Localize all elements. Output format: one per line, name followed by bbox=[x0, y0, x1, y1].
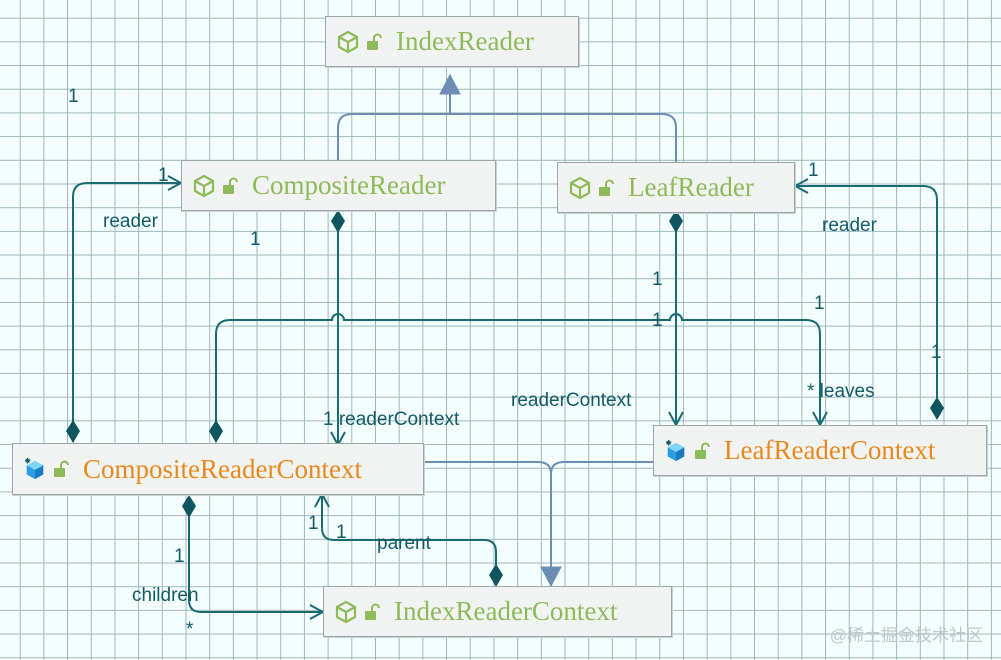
class-cube-icon bbox=[192, 174, 216, 198]
class-name: LeafReaderContext bbox=[724, 435, 936, 465]
link-crc-reader bbox=[72, 183, 181, 442]
role-label-parent: parent bbox=[377, 533, 431, 554]
role-label-children: children bbox=[132, 585, 199, 606]
multiplicity-label: 1 bbox=[308, 513, 319, 534]
diamond-lrc-reader bbox=[930, 397, 944, 420]
multiplicity-label: 1 bbox=[174, 546, 185, 567]
multiplicity-label: 1 bbox=[652, 269, 663, 290]
class-cube-icon bbox=[568, 176, 592, 200]
unlocked-padlock-icon bbox=[222, 177, 238, 195]
role-label-reader: reader bbox=[822, 215, 877, 236]
class-composite-reader[interactable]: CompositeReader bbox=[181, 160, 496, 211]
inheritance-links bbox=[337, 73, 677, 588]
class-cube-icon bbox=[336, 30, 360, 54]
class-name: CompositeReader bbox=[252, 170, 446, 200]
watermark: @稀土掘金技术社区 bbox=[829, 626, 983, 645]
unlocked-padlock-icon bbox=[694, 442, 710, 460]
diamond-crc-children bbox=[182, 495, 196, 518]
role-label-reader: reader bbox=[103, 211, 158, 232]
class-cube-icon bbox=[334, 600, 358, 624]
inherit-leaf-context bbox=[550, 461, 654, 475]
diamond-irc-parent bbox=[489, 564, 503, 587]
class-name: CompositeReaderContext bbox=[83, 453, 362, 484]
link-parent bbox=[322, 494, 497, 565]
diamond-lr-context bbox=[669, 210, 683, 233]
class-index-reader-context[interactable]: IndexReaderContext bbox=[323, 586, 672, 637]
context-cube-icon bbox=[664, 439, 688, 463]
class-name: IndexReader bbox=[396, 26, 534, 56]
multiplicity-label: 1 bbox=[814, 293, 825, 314]
link-children bbox=[188, 517, 323, 612]
role-label-reader-context: readerContext bbox=[511, 390, 632, 411]
inherit-composite-reader bbox=[337, 73, 461, 160]
multiplicity-label: 1 bbox=[68, 86, 79, 107]
context-cube-icon bbox=[23, 457, 47, 481]
class-composite-reader-context[interactable]: CompositeReaderContext bbox=[12, 443, 424, 495]
class-leaf-reader-context[interactable]: LeafReaderContext bbox=[653, 425, 987, 476]
role-label-leaves: * leaves bbox=[807, 381, 875, 402]
link-leaves bbox=[215, 313, 820, 425]
diamond-crc-leaves bbox=[209, 420, 223, 443]
association-links bbox=[72, 183, 938, 612]
unlocked-padlock-icon bbox=[598, 179, 614, 197]
unlocked-padlock-icon bbox=[53, 460, 69, 478]
composition-diamonds bbox=[66, 210, 944, 587]
diamond-crc-reader bbox=[66, 420, 80, 443]
class-name: LeafReader bbox=[628, 172, 754, 202]
multiplicity-label: 1 bbox=[808, 160, 819, 181]
diamond-cr-context bbox=[331, 210, 345, 233]
role-label-reader-context: 1 readerContext bbox=[323, 409, 460, 430]
inherit-leaf-reader bbox=[450, 113, 677, 162]
class-leaf-reader[interactable]: LeafReader bbox=[557, 162, 795, 213]
multiplicity-label: 1 bbox=[250, 229, 261, 250]
multiplicity-label: * bbox=[186, 619, 194, 640]
unlocked-padlock-icon bbox=[366, 33, 382, 51]
link-lrc-reader bbox=[795, 186, 938, 398]
multiplicity-label: 1 bbox=[336, 522, 347, 543]
multiplicity-label: 1 bbox=[931, 342, 942, 363]
multiplicity-label: 1 bbox=[158, 165, 169, 186]
inherit-composite-context bbox=[424, 461, 562, 588]
unlocked-padlock-icon bbox=[364, 603, 380, 621]
multiplicity-label: 1 bbox=[652, 310, 663, 331]
class-index-reader[interactable]: IndexReader bbox=[325, 16, 579, 67]
class-name: IndexReaderContext bbox=[394, 596, 618, 626]
